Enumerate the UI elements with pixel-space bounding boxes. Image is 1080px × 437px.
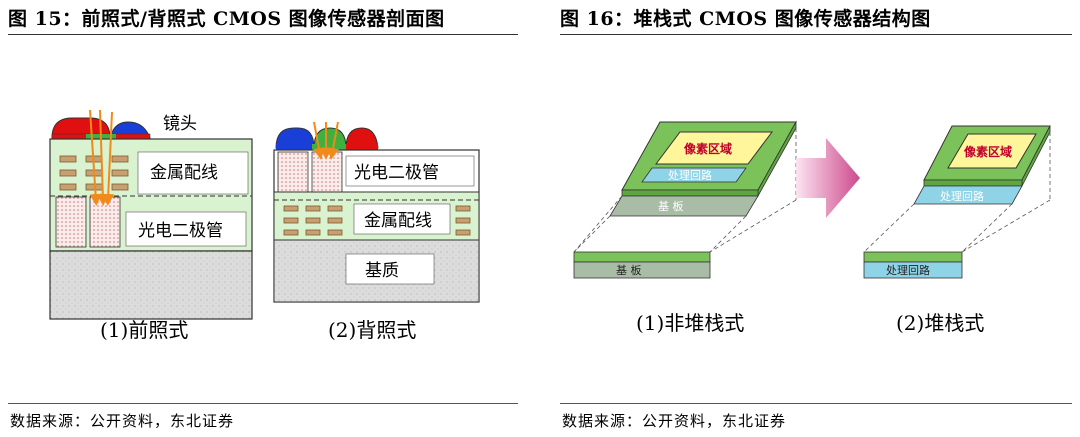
pixel-area (947, 133, 1037, 169)
pixel-area (655, 131, 773, 165)
figure-15-source: 数据来源：公开资料，东北证券 (10, 412, 235, 430)
nonstacked-circuit-label: 处理回路 (668, 169, 712, 182)
lens-green (313, 127, 347, 149)
title-rule (8, 34, 518, 35)
substrate-layer (609, 195, 759, 217)
front-illuminated-sensor: 镜头 金属配线 光电二极管 (49, 109, 253, 342)
lens-blue (275, 127, 315, 149)
nonstacked-pixel-label: 像素区域 (684, 141, 732, 156)
lens-red (345, 127, 379, 149)
figure-16-panel: 图 16：堆栈式 CMOS 图像传感器结构图 像素区域 处理回路 基 板 (560, 0, 1072, 437)
back-substrate-label: 基质 (365, 261, 399, 281)
back-metal-label: 金属配线 (364, 211, 432, 231)
transition-arrow-icon (796, 138, 860, 218)
bottom-substrate-bar (573, 261, 711, 279)
title-rule (560, 34, 1072, 35)
photodiode (311, 151, 343, 193)
stacked-pixel-label: 像素区域 (964, 144, 1012, 159)
non-stacked-sensor: 像素区域 处理回路 基 板 基 板 (1)非堆栈式 (573, 120, 797, 335)
back-photodiode-label: 光电二极管 (354, 163, 439, 183)
front-metal-label: 金属配线 (150, 163, 218, 183)
front-substrate (49, 250, 253, 320)
source-rule (8, 403, 518, 404)
front-illuminated-caption: (1)前照式 (100, 318, 188, 342)
back-illuminated-sensor: 光电二极管 金属配线 基质 (2)背照式 (273, 121, 480, 342)
front-photodiode-label: 光电二极管 (138, 221, 223, 241)
nonstacked-caption: (1)非堆栈式 (636, 311, 744, 335)
photodiode (89, 196, 121, 248)
source-rule (560, 403, 1072, 404)
bottom-circuit-bar (863, 261, 963, 279)
figure-15-panel: 图 15：前照式/背照式 CMOS 图像传感器剖面图 镜头 (8, 0, 518, 437)
photodiode (55, 196, 87, 248)
processing-circuit (641, 167, 747, 183)
nonstacked-substrate-label: 基 板 (658, 199, 684, 213)
nonstacked-bottom-substrate-label: 基 板 (616, 263, 642, 277)
stacked-sensor: 像素区域 处理回路 处理回路 (2)堆栈式 (863, 125, 1051, 335)
photodiode (277, 151, 309, 193)
lens-label: 镜头 (163, 114, 197, 134)
figure-15-title: 图 15：前照式/背照式 CMOS 图像传感器剖面图 (8, 8, 445, 30)
stacked-caption: (2)堆栈式 (896, 311, 984, 335)
cmos-cross-section-diagram: 镜头 金属配线 光电二极管 (49, 109, 480, 342)
stacked-circuit-label: 处理回路 (940, 190, 984, 203)
stacked-bottom-circuit-label: 处理回路 (886, 264, 930, 277)
figure-16-title: 图 16：堆栈式 CMOS 图像传感器结构图 (560, 8, 931, 30)
stacked-cmos-structure-diagram: 像素区域 处理回路 基 板 基 板 (1)非堆栈式 (573, 120, 1051, 335)
back-illuminated-caption: (2)背照式 (328, 318, 416, 342)
figure-16-source: 数据来源：公开资料，东北证券 (562, 412, 787, 430)
